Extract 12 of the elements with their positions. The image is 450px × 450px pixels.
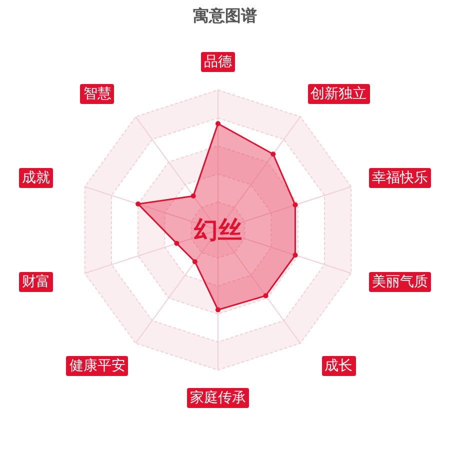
- axis-label: 品德: [201, 52, 235, 72]
- axis-label: 幸福快乐: [368, 168, 431, 188]
- axis-label: 财富: [19, 272, 54, 292]
- axis-label: 美丽气质: [368, 272, 431, 292]
- axis-label: 创新独立: [308, 84, 370, 104]
- center-label: 幻丝: [194, 215, 242, 246]
- axis-label: 成长: [322, 356, 356, 376]
- axis-label: 家庭传承: [187, 388, 249, 408]
- chart-title: 寓意图谱: [192, 6, 258, 27]
- axis-label: 智慧: [80, 84, 114, 104]
- axis-label: 健康平安: [66, 356, 128, 376]
- axis-label: 成就: [19, 168, 54, 188]
